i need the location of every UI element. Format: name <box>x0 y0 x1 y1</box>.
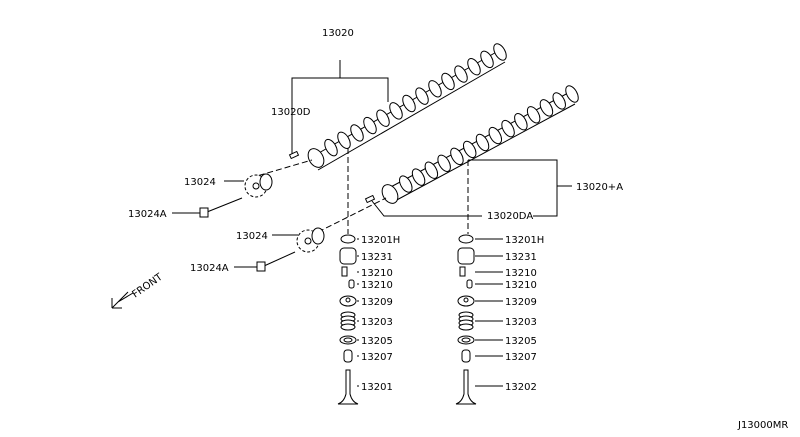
label-13024A-upper[interactable]: 13024A <box>128 209 167 220</box>
diagram-id: J13000MR <box>737 420 788 431</box>
spring-seat[interactable] <box>457 335 475 345</box>
valve-spring[interactable] <box>458 311 474 331</box>
part-label[interactable]: 13210 <box>361 280 393 291</box>
cam-lobe <box>514 113 528 131</box>
cam-lobe <box>462 140 477 159</box>
spring-seat[interactable] <box>339 335 357 345</box>
part-label[interactable]: 13207 <box>361 352 393 363</box>
valve[interactable] <box>337 369 359 405</box>
bolt-lower <box>263 251 296 267</box>
camshaft-left[interactable] <box>305 42 509 171</box>
cam-lobe <box>501 119 515 138</box>
valve-oil-seal[interactable] <box>343 349 353 363</box>
part-label[interactable]: 13210 <box>361 268 393 279</box>
cam-lobe <box>480 50 494 69</box>
spring-retainer[interactable] <box>457 295 475 307</box>
bolt-head-upper <box>199 207 209 218</box>
dowel-pin-left <box>288 150 300 160</box>
cam-lobe <box>428 80 442 98</box>
front-label: FRONT <box>130 271 165 300</box>
cam-lobe <box>488 126 503 145</box>
cam-lobe <box>399 175 413 193</box>
label-13020[interactable]: 13020 <box>322 28 354 39</box>
cam-lobe <box>475 133 490 152</box>
cam-lobe <box>493 43 507 61</box>
valve-lifter[interactable] <box>339 247 357 265</box>
cam-lobe <box>402 94 416 113</box>
bolt-upper <box>206 197 243 213</box>
cam-lobe <box>454 65 468 83</box>
retainer-shim[interactable] <box>458 234 474 244</box>
valve-spring[interactable] <box>340 311 356 331</box>
part-label[interactable]: 13231 <box>361 252 393 263</box>
part-label[interactable]: 13201 <box>361 382 393 393</box>
cam-lobe <box>424 161 439 179</box>
dowel-pin-right <box>364 194 376 204</box>
retainer-shim[interactable] <box>340 234 356 244</box>
cam-lobe <box>363 116 377 135</box>
label-13024-lower[interactable]: 13024 <box>236 231 268 242</box>
label-13020-plus-A[interactable]: 13020+A <box>576 182 623 193</box>
label-13020DA[interactable]: 13020DA <box>487 211 533 222</box>
part-label[interactable]: 13210 <box>505 268 537 279</box>
cam-lobe <box>350 124 364 142</box>
sprocket-upper[interactable] <box>244 173 273 198</box>
sprocket-lower[interactable] <box>296 227 325 253</box>
front-arrow: FRONT <box>111 271 165 309</box>
part-label[interactable]: 13202 <box>505 382 537 393</box>
cam-lobe <box>565 85 579 103</box>
cam-lobe <box>552 92 566 110</box>
cam-lobe <box>337 131 351 149</box>
valve-collet[interactable] <box>466 279 473 289</box>
leader-13020 <box>291 60 389 155</box>
part-label[interactable]: 13205 <box>505 336 537 347</box>
spring-retainer[interactable] <box>339 295 357 307</box>
cam-lobe <box>450 147 464 166</box>
part-label[interactable]: 13209 <box>361 297 393 308</box>
cam-lobe <box>376 109 390 127</box>
cam-lobe <box>415 87 429 105</box>
cam-lobe <box>389 102 403 120</box>
bolt-head-lower <box>256 261 266 272</box>
cam-lobe <box>324 138 338 157</box>
leader-13020A <box>468 159 572 217</box>
part-label[interactable]: 13203 <box>505 317 537 328</box>
part-label[interactable]: 13207 <box>505 352 537 363</box>
part-label[interactable]: 13201H <box>505 235 544 246</box>
cam-lobe <box>467 58 481 76</box>
part-label[interactable]: 13210 <box>505 280 537 291</box>
cam-lobe <box>411 168 426 186</box>
part-label[interactable]: 13231 <box>505 252 537 263</box>
valve-collet[interactable] <box>348 279 355 289</box>
label-13024A-lower[interactable]: 13024A <box>190 263 229 274</box>
label-13020D[interactable]: 13020D <box>271 107 311 118</box>
part-label[interactable]: 13201H <box>361 235 400 246</box>
valve[interactable] <box>455 369 477 405</box>
label-13024-upper[interactable]: 13024 <box>184 177 216 188</box>
valve-oil-seal[interactable] <box>461 349 471 363</box>
leader-13020DA <box>371 200 482 217</box>
part-label[interactable]: 13203 <box>361 317 393 328</box>
cam-lobe <box>441 72 455 91</box>
valve-collet[interactable] <box>341 266 348 277</box>
valve-collet[interactable] <box>459 266 466 277</box>
cam-lobe <box>437 154 451 172</box>
cam-lobe <box>526 106 541 124</box>
cam-lobe <box>539 99 554 117</box>
part-label[interactable]: 13205 <box>361 336 393 347</box>
valve-lifter[interactable] <box>457 247 475 265</box>
camshaft-right[interactable] <box>379 84 581 206</box>
part-label[interactable]: 13209 <box>505 297 537 308</box>
